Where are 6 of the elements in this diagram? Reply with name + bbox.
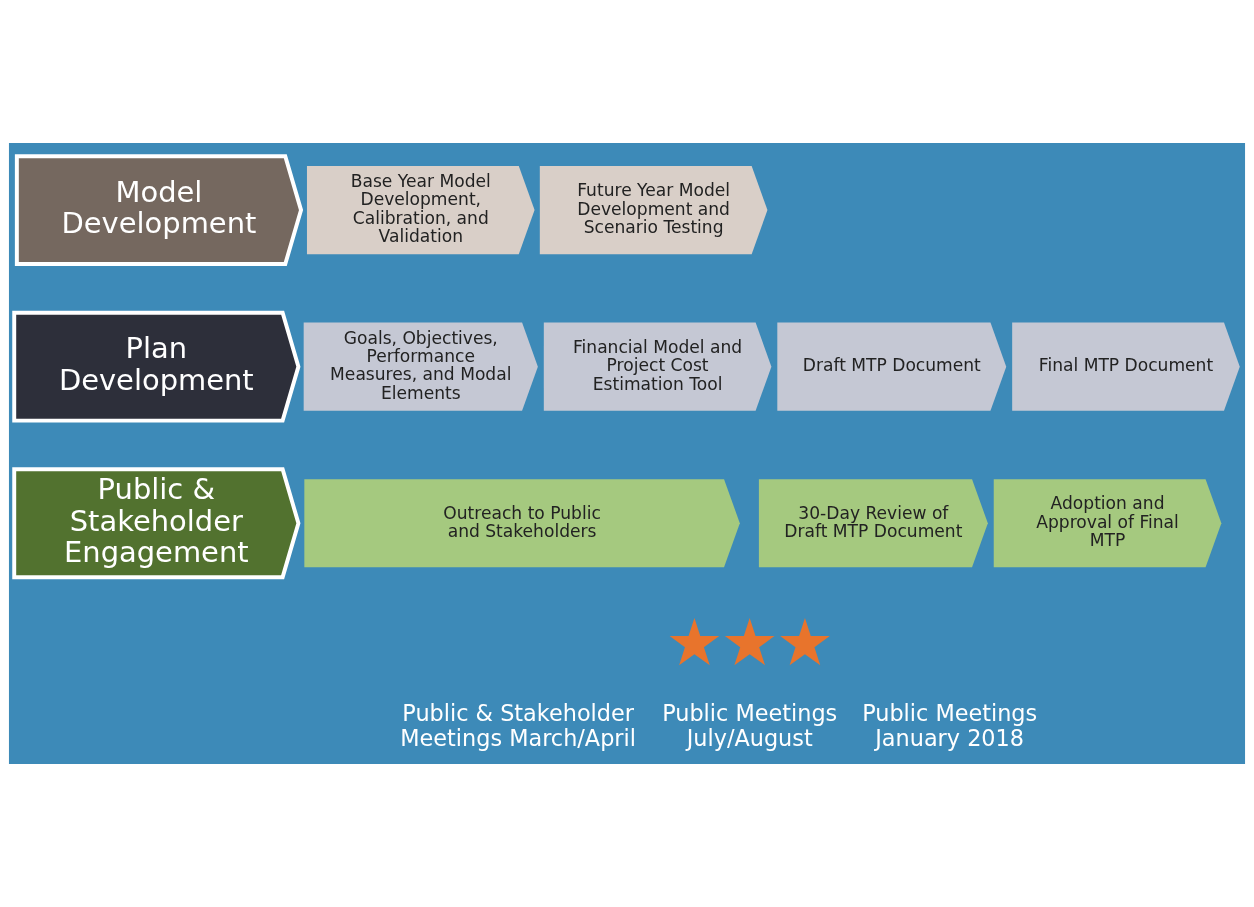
node-star [724, 617, 775, 666]
node-star [669, 617, 720, 666]
node-label: Public & Stakeholder Meetings March/April [400, 700, 636, 752]
node-label: Public Meetings January 2018 [862, 700, 1038, 752]
node-star [780, 617, 830, 666]
node-label: Public Meetings July/August [662, 700, 838, 752]
